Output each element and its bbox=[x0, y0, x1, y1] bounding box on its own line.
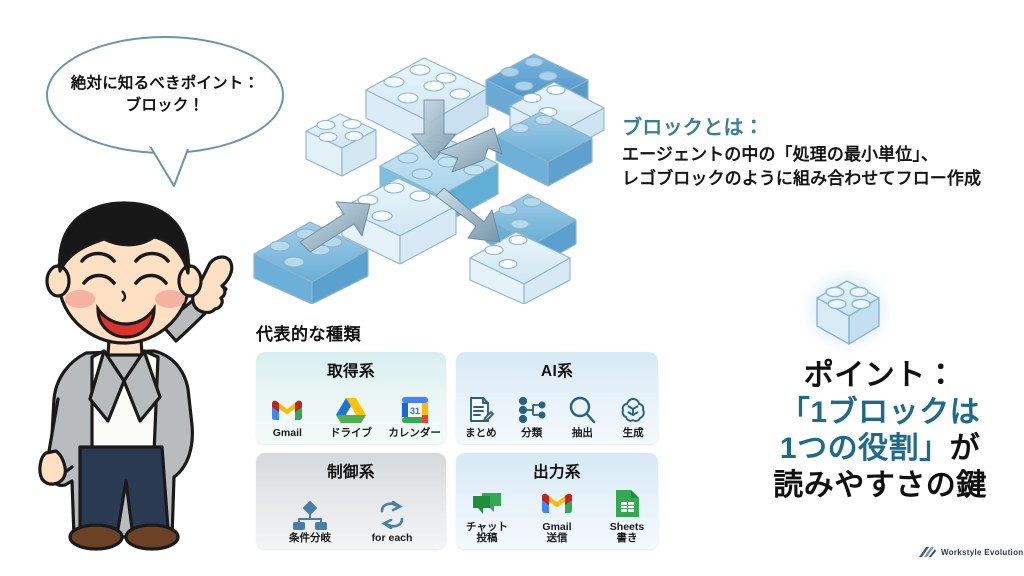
google-sheets-icon bbox=[615, 488, 640, 520]
category-item[interactable]: 抽出 bbox=[562, 394, 604, 440]
category-card-control[interactable]: 制御系 条件分岐 bbox=[256, 453, 446, 549]
category-card-title: AI系 bbox=[540, 363, 574, 380]
category-item[interactable]: for each bbox=[363, 499, 421, 545]
category-item[interactable]: 31 カレンダー bbox=[387, 394, 442, 440]
point-callout: ポイント： 「1ブロックは 1つの役割」が 読みやすさの鍵 bbox=[735, 358, 1024, 504]
workstyle-evolution-logo: Workstyle Evolution bbox=[918, 546, 1023, 559]
category-item[interactable]: 生成 bbox=[612, 394, 654, 440]
category-item-label: Gmail bbox=[272, 427, 302, 440]
category-item-label: まとめ bbox=[465, 427, 497, 440]
lego-block-icon bbox=[795, 262, 899, 358]
category-item-label: 抽出 bbox=[571, 427, 593, 440]
block-definition-title: ブロックとは： bbox=[622, 117, 765, 139]
category-item-label: カレンダー bbox=[388, 427, 441, 440]
block-definition-line2: レゴブロックのように組み合わせてフロー作成 bbox=[622, 169, 982, 189]
category-item[interactable]: Gmail 送信 bbox=[530, 488, 584, 546]
category-item[interactable]: 条件分岐 bbox=[281, 499, 339, 545]
category-grid: 取得系 Gmai bbox=[256, 352, 658, 552]
document-edit-icon bbox=[467, 394, 495, 426]
category-item[interactable]: Sheets 書き bbox=[600, 488, 654, 546]
gmail-icon bbox=[272, 394, 303, 426]
logo-text: Workstyle Evolution bbox=[941, 548, 1024, 557]
category-item-label: 条件分岐 bbox=[289, 532, 331, 545]
category-item-label: for each bbox=[371, 532, 413, 545]
google-drive-icon bbox=[336, 394, 366, 426]
category-card-ai[interactable]: AI系 まとめ bbox=[456, 352, 658, 444]
category-item[interactable]: ドライブ bbox=[324, 394, 379, 440]
speech-bubble-line2: ブロック！ bbox=[125, 97, 205, 114]
openai-icon bbox=[619, 394, 647, 426]
google-chat-icon bbox=[472, 488, 502, 520]
classify-tree-icon bbox=[518, 394, 546, 426]
logo-mark-icon bbox=[919, 547, 936, 557]
loop-icon bbox=[377, 499, 407, 531]
category-card-title: 制御系 bbox=[327, 464, 375, 481]
category-item[interactable]: 分類 bbox=[511, 394, 553, 440]
speech-bubble-tail bbox=[149, 144, 189, 187]
category-item-label: Sheets 書き bbox=[609, 520, 645, 545]
speech-bubble-text: 絶対に知るべきポイント： ブロック！ bbox=[57, 73, 273, 118]
category-item-label: 分類 bbox=[521, 427, 543, 440]
category-items: Gmail ドライブ bbox=[260, 384, 442, 440]
point-callout-line4: 読みやすさの鍵 bbox=[773, 468, 987, 502]
pointing-person-illustration bbox=[38, 201, 234, 551]
svg-text:31: 31 bbox=[410, 406, 420, 416]
category-items: まとめ 分類 bbox=[460, 384, 654, 440]
category-item[interactable]: チャット 投稿 bbox=[460, 488, 514, 546]
category-card-acquire[interactable]: 取得系 Gmai bbox=[256, 352, 446, 444]
lego-flow-diagram bbox=[253, 53, 605, 304]
point-callout-line1: ポイント： bbox=[803, 359, 957, 392]
categories-heading: 代表的な種類 bbox=[256, 325, 361, 344]
google-calendar-icon: 31 bbox=[401, 394, 429, 426]
speech-bubble: 絶対に知るべきポイント： ブロック！ bbox=[46, 36, 284, 154]
category-item[interactable]: まとめ bbox=[460, 394, 502, 440]
point-callout-line3: 1つの役割」が bbox=[779, 432, 981, 466]
block-definition: ブロックとは： エージェントの中の「処理の最小単位」、 レゴブロックのように組み… bbox=[622, 116, 1014, 191]
category-item-label: チャット 投稿 bbox=[466, 520, 508, 545]
category-card-output[interactable]: 出力系 チャット 投稿 bbox=[456, 453, 658, 549]
category-item-label: Gmail 送信 bbox=[542, 520, 572, 545]
branch-icon bbox=[293, 499, 327, 531]
block-definition-line1: エージェントの中の「処理の最小単位」、 bbox=[622, 145, 939, 164]
point-callout-line2: 「1ブロックは bbox=[779, 395, 981, 429]
category-item[interactable]: Gmail bbox=[260, 394, 315, 440]
category-items: チャット 投稿 bbox=[460, 485, 654, 545]
gmail-icon bbox=[542, 488, 572, 520]
magnifier-icon bbox=[568, 394, 596, 426]
category-card-title: 出力系 bbox=[533, 464, 581, 481]
speech-bubble-line1: 絶対に知るべきポイント： bbox=[70, 74, 260, 92]
category-item-label: ドライブ bbox=[330, 427, 372, 440]
category-card-title: 取得系 bbox=[327, 363, 375, 380]
category-items: 条件分岐 for each bbox=[260, 485, 442, 545]
category-item-label: 生成 bbox=[622, 427, 644, 440]
